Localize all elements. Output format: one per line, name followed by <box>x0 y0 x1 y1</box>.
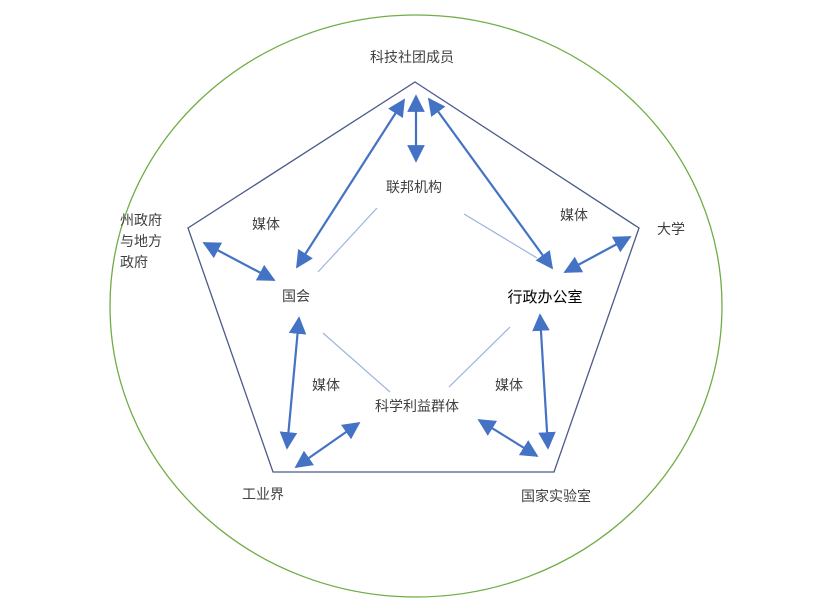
arrow-interest-lab <box>477 419 539 457</box>
arrow-state-congress <box>202 242 276 281</box>
media-label-upper-left: 媒体 <box>252 217 280 233</box>
pentagon-boundary <box>187 81 640 473</box>
node-federal-agencies: 联邦机构 <box>386 180 442 196</box>
connector-federal-executive <box>463 213 538 259</box>
node-industry: 工业界 <box>242 487 284 503</box>
arrow-industry-interest <box>294 421 361 469</box>
connector-executive-interest <box>448 326 511 388</box>
media-label-lower-right: 媒体 <box>495 378 523 394</box>
arrow-members-executive <box>427 97 554 270</box>
node-state-local-government-line1: 州政府 <box>120 213 162 229</box>
node-science-society-members: 科技社团成员 <box>370 50 454 66</box>
node-science-interest-groups: 科学利益群体 <box>375 399 459 415</box>
node-university: 大学 <box>657 222 685 238</box>
arrows <box>202 94 632 469</box>
node-state-local-government-line2: 与地方 <box>120 234 162 250</box>
node-state-local-government-line3: 政府 <box>120 255 148 271</box>
arrow-members-congress <box>296 98 405 269</box>
arrow-congress-industry <box>279 316 307 450</box>
media-label-upper-right: 媒体 <box>560 208 588 224</box>
node-congress: 国会 <box>282 289 310 305</box>
node-executive-office: 行政办公室 <box>507 288 582 306</box>
media-label-lower-left: 媒体 <box>312 378 340 394</box>
outer-circle <box>109 14 723 598</box>
arrow-executive-lab <box>532 313 556 450</box>
connector-congress-interest <box>322 332 391 393</box>
node-national-laboratory: 国家实验室 <box>521 488 591 505</box>
inner-connectors <box>317 207 538 393</box>
arrow-university-executive <box>563 236 632 273</box>
connector-federal-congress <box>317 207 378 273</box>
